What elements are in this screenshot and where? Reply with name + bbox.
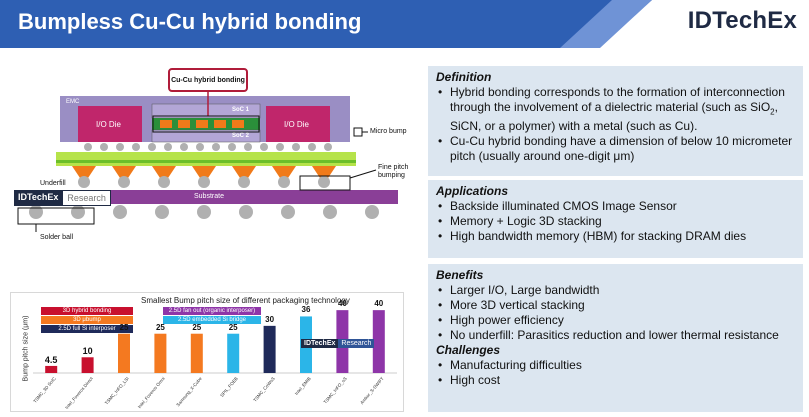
page-title: Bumpless Cu-Cu hybrid bonding <box>18 9 362 34</box>
benefits-item: High power efficiency <box>436 313 795 328</box>
value-label: 25 <box>119 322 129 332</box>
bar-0 <box>45 365 58 373</box>
value-label: 4.5 <box>44 354 58 365</box>
legend-item: 2.5D embedded Si bridge <box>163 316 261 324</box>
value-label: 40 <box>374 299 384 309</box>
io-die-left-label: I/O Die <box>96 120 121 129</box>
value-label: 40 <box>337 299 347 309</box>
value-label: 25 <box>228 322 238 332</box>
package-diagram: Cu-Cu hybrid bonding EMC I/O Die I/O Die… <box>0 56 420 292</box>
bar-6 <box>263 325 276 373</box>
substrate-label: Substrate <box>194 193 224 200</box>
micro-bumps <box>84 143 332 151</box>
applications-panel: Applications Backside illuminated CMOS I… <box>428 180 803 258</box>
package-cross-section <box>16 92 398 232</box>
bump-pitch-chart: Smallest Bump pitch size of different pa… <box>10 292 404 412</box>
definition-title: Definition <box>436 70 492 84</box>
bar-3 <box>154 333 167 373</box>
applications-title: Applications <box>436 184 509 198</box>
io-die-left <box>78 106 142 142</box>
definition-item: Hybrid bonding corresponds to the format… <box>436 85 795 134</box>
challenges-item: High cost <box>436 373 795 388</box>
bar-4 <box>190 333 203 373</box>
watermark-suffix: Research <box>62 190 111 206</box>
interposer-layer <box>56 152 356 166</box>
legend-item: 2.5D full Si interposer <box>41 325 133 333</box>
soc2-label: SoC 2 <box>232 133 250 139</box>
title-banner-shape <box>0 0 652 48</box>
chart-title: Smallest Bump pitch size of different pa… <box>141 296 350 305</box>
fine-pitch-label-2: bumping <box>378 172 405 179</box>
chart-watermark-brand: IDTechEx <box>301 339 339 348</box>
applications-item: High bandwidth memory (HBM) for stacking… <box>436 229 795 244</box>
value-label: 36 <box>301 305 311 315</box>
underfill-bumps <box>78 176 330 188</box>
challenges-item: Manufacturing difficulties <box>436 358 795 373</box>
fine-pitch-label-1: Fine pitch <box>378 164 409 171</box>
benefits-title: Benefits <box>436 268 484 282</box>
bar-1 <box>81 357 94 373</box>
io-die-right <box>266 106 330 142</box>
legend-item: 3D hybrid bonding <box>41 307 133 315</box>
fine-pitch-bumps <box>72 166 336 178</box>
chart-watermark: IDTechEx Research <box>301 339 375 348</box>
value-label: 30 <box>265 314 275 324</box>
value-label: 25 <box>155 322 165 332</box>
benefits-item: No underfill: Parasitics reduction and l… <box>436 328 795 343</box>
legend-item: 2.5D fan out (organic interposer) <box>163 307 261 315</box>
soc1-label: SoC 1 <box>232 107 250 113</box>
definition-text-b: , SiCN, or a polymer) with a metal (such… <box>450 100 778 134</box>
applications-item: Backside illuminated CMOS Image Sensor <box>436 199 795 214</box>
substrate-layer <box>16 190 398 204</box>
legend-item: 3D μbump <box>41 316 133 324</box>
definition-item: Cu-Cu hybrid bonding have a dimension of… <box>436 134 795 164</box>
diagram-watermark: IDTechEx Research <box>14 190 111 206</box>
bar-2 <box>118 333 130 373</box>
definition-subscript: 2 <box>770 107 775 117</box>
chart-ylabel: Bump pitch size (μm) <box>22 315 30 382</box>
solder-ball-label: Solder ball <box>40 234 74 241</box>
solder-balls <box>29 205 379 219</box>
applications-item: Memory + Logic 3D stacking <box>436 214 795 229</box>
io-die-right-label: I/O Die <box>284 120 309 129</box>
benefits-item: More 3D vertical stacking <box>436 298 795 313</box>
benefits-panel: Benefits Larger I/O, Large bandwidth Mor… <box>428 264 803 412</box>
value-label: 10 <box>82 346 93 357</box>
benefits-item: Larger I/O, Large bandwidth <box>436 283 795 298</box>
watermark-brand: IDTechEx <box>14 190 63 206</box>
underfill-label: Underfill <box>40 180 66 187</box>
definition-text-a: Hybrid bonding corresponds to the format… <box>450 85 785 114</box>
bar-5 <box>227 333 240 373</box>
bar-9 <box>372 310 385 373</box>
hybrid-bonding-callout: Cu-Cu hybrid bonding <box>168 68 248 92</box>
emc-label: EMC <box>66 99 80 105</box>
soc2-die <box>151 129 261 143</box>
micro-bump-label: Micro bump <box>370 128 407 135</box>
challenges-title: Challenges <box>436 343 501 357</box>
definition-panel: Definition Hybrid bonding corresponds to… <box>428 66 803 176</box>
title-bar: Bumpless Cu-Cu hybrid bonding IDTechEx <box>0 0 809 48</box>
chart-watermark-suffix: Research <box>338 339 375 348</box>
value-label: 25 <box>192 322 202 332</box>
brand-logo: IDTechEx <box>687 7 797 34</box>
